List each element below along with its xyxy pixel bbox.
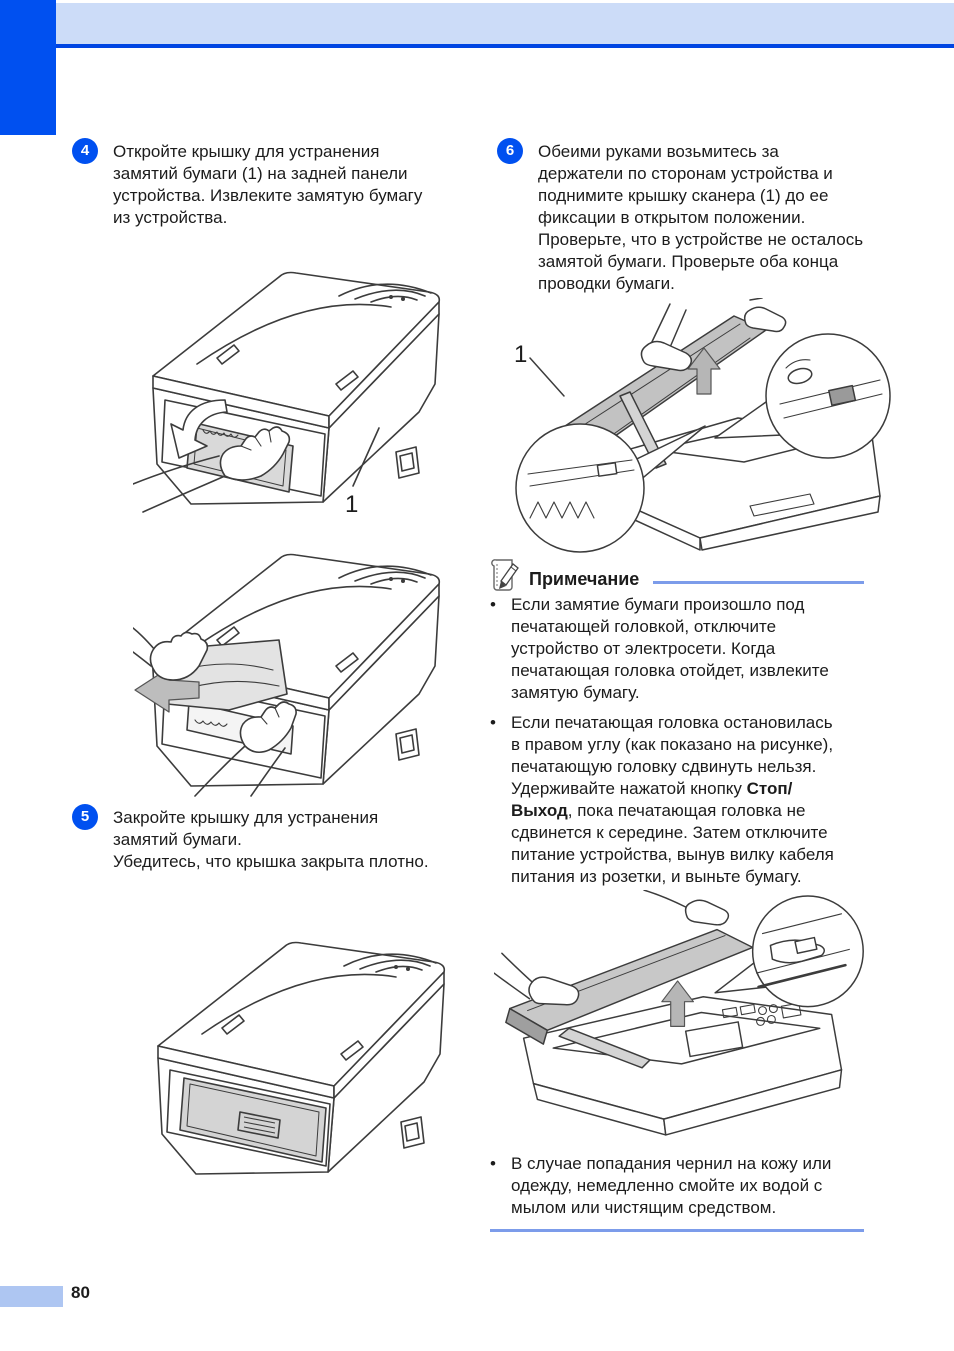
lift-direction-arrow (687, 347, 721, 395)
note-title: Примечание (529, 569, 640, 589)
step-5-text-line-1: Закройте крышку для устранения замятий б… (113, 808, 379, 849)
figure-label: 1 (514, 341, 527, 368)
stop-exit-key-label: Стоп/Выход (511, 779, 793, 820)
left-blue-stripe (0, 0, 56, 135)
lift-direction-arrow (661, 980, 695, 1027)
magnifier-inset (765, 333, 891, 459)
figure-rear-cover-closed (157, 941, 446, 1175)
figure-print-head-right-corner (493, 889, 864, 1136)
hand (743, 298, 787, 333)
figure-scanner-cover-lifted: 1 (514, 298, 891, 553)
hand (149, 631, 209, 681)
step-6-text: Обеими руками возьмитесь за держатели по… (538, 142, 864, 293)
hand-forearm (649, 303, 687, 353)
magnifier-inset (515, 423, 645, 553)
bullet-dot: • (490, 713, 496, 732)
page-number-band (0, 1286, 63, 1307)
hand (640, 340, 693, 372)
open-direction-arrow (170, 399, 228, 459)
step-4: 4 Откройте крышку для устранения замятий… (72, 138, 435, 229)
figure-label: 1 (345, 491, 358, 518)
note-end-rule (490, 1229, 864, 1232)
figure-rear-cover-open: 1 (133, 271, 441, 518)
step-5-text-line-2: Убедитесь, что крышка закрыта плотно. (113, 852, 429, 871)
step-number-badge: 5 (72, 804, 98, 830)
bullet-dot: • (490, 1154, 496, 1173)
bullet-text: Если замятие бумаги произошло под печата… (511, 595, 829, 702)
control-panel (721, 1002, 802, 1026)
note-title-rule (653, 581, 864, 584)
note-section: Примечание • Если замятие бумаги произош… (490, 558, 864, 1232)
step-number-badge: 4 (72, 138, 98, 164)
hand-forearm (133, 455, 226, 513)
hand (239, 701, 297, 754)
step-6: 6 Обеими руками возьмитесь за держатели … (497, 138, 864, 295)
note-bullet: • В случае попадания чернил на кожу или … (490, 1153, 864, 1219)
note-header: Примечание (490, 558, 864, 592)
bullet-text: Если печатающая головка остановилась в п… (511, 713, 834, 886)
bullet-text: В случае попадания чернил на кожу или од… (511, 1154, 832, 1217)
display (684, 1021, 744, 1058)
note-bullet: • Если замятие бумаги произошло под печа… (490, 594, 864, 704)
page-number: 80 (71, 1283, 90, 1302)
note-bullet: • Если печатающая головка остановилась в… (490, 712, 864, 888)
hand (684, 899, 730, 926)
step-number-badge: 6 (497, 138, 523, 164)
note-icon (491, 559, 519, 591)
figure-pull-jammed-paper (133, 553, 441, 797)
cover-support-rod (558, 1027, 651, 1069)
cover-support-rod (619, 391, 667, 469)
print-head (769, 939, 825, 964)
hand-forearm (643, 889, 689, 909)
hand (528, 976, 580, 1006)
magnifier-inset (751, 895, 864, 1008)
header-band (56, 3, 954, 48)
step-5: 5 Закройте крышку для устранения замятий… (72, 804, 435, 873)
bullet-dot: • (490, 595, 496, 614)
step-4-text: Откройте крышку для устранения замятий б… (113, 142, 423, 227)
